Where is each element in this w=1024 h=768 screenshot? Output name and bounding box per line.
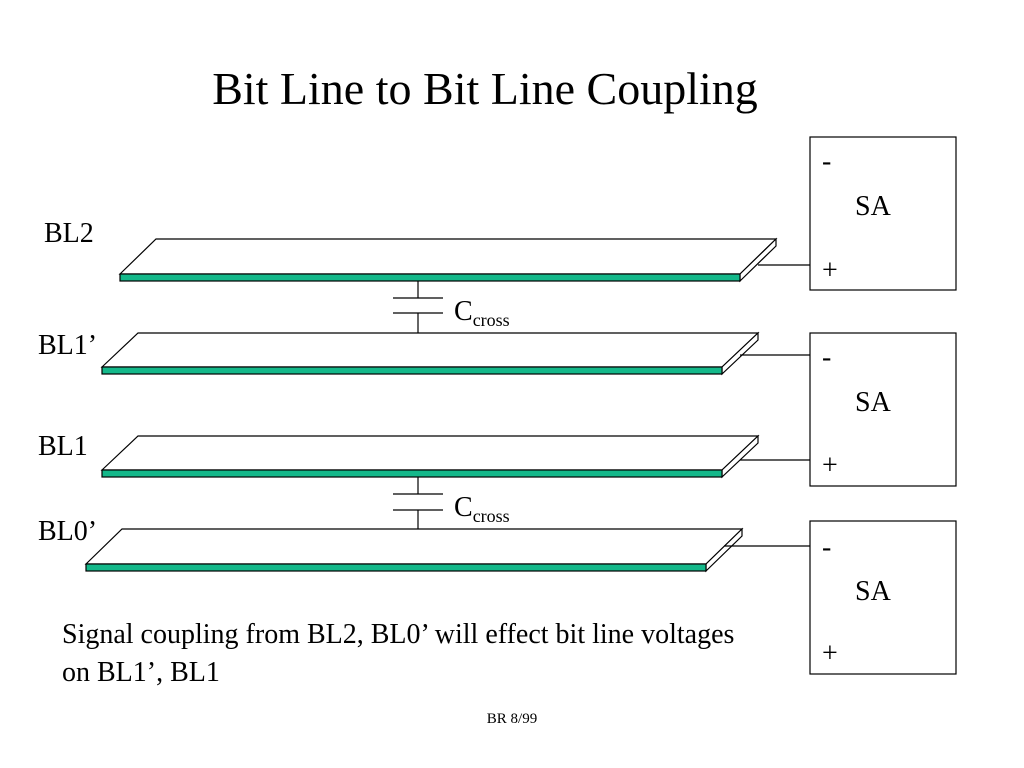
capacitor-cross-lower: Ccross (393, 477, 510, 529)
capacitor-upper-label-main: C (454, 296, 473, 327)
sense-amp-1: - SA + (758, 136, 957, 291)
capacitor-lower-label-main: C (454, 492, 473, 523)
bitline-bl0-prime-top (84, 528, 744, 565)
bitline-bl2-top (118, 238, 778, 275)
sense-amp-1-label: SA (855, 191, 892, 222)
bitline-bl0-prime: BL0’ (38, 516, 744, 573)
sense-amp-3: - SA + (724, 520, 957, 675)
bitline-bl1-prime: BL1’ (38, 330, 760, 376)
bitline-bl1: BL1 (38, 431, 760, 479)
sense-amp-2: - SA + (740, 332, 957, 487)
sense-amp-3-label: SA (855, 576, 892, 607)
capacitor-lower-label-sub: cross (473, 506, 510, 526)
sense-amp-2-minus: - (822, 342, 831, 373)
sense-amp-1-minus: - (822, 146, 831, 177)
caption-text: Signal coupling from BL2, BL0’ will effe… (62, 619, 735, 688)
footer-text: BR 8/99 (486, 711, 538, 727)
bitline-bl1-prime-top (100, 332, 760, 368)
sense-amp-3-box (809, 520, 957, 675)
bitline-bl2: BL2 (44, 218, 778, 283)
bitline-bl1-top (100, 435, 760, 471)
bitline-bl1-label: BL1 (38, 431, 88, 462)
bitline-bl1-prime-label: BL1’ (38, 330, 97, 361)
sense-amp-1-box (809, 136, 957, 291)
bitline-bl0-prime-label: BL0’ (38, 516, 97, 547)
sense-amp-3-minus: - (822, 532, 831, 563)
bitline-bl2-face (119, 273, 741, 282)
capacitor-upper-label: Ccross (454, 296, 510, 330)
bitline-bl0-prime-face (85, 563, 707, 572)
sense-amp-2-plus: + (822, 450, 838, 481)
bitline-bl2-label: BL2 (44, 218, 94, 249)
bitline-bl1-prime-face (101, 366, 723, 375)
bitline-bl1-face (101, 469, 723, 478)
sense-amp-1-plus: + (822, 255, 838, 286)
sense-amp-2-label: SA (855, 387, 892, 418)
sense-amp-2-box (809, 332, 957, 487)
slide-title: Bit Line to Bit Line Coupling (212, 63, 758, 114)
capacitor-cross-upper: Ccross (393, 281, 510, 333)
capacitor-lower-label: Ccross (454, 492, 510, 526)
capacitor-upper-label-sub: cross (473, 310, 510, 330)
sense-amp-3-plus: + (822, 638, 838, 669)
